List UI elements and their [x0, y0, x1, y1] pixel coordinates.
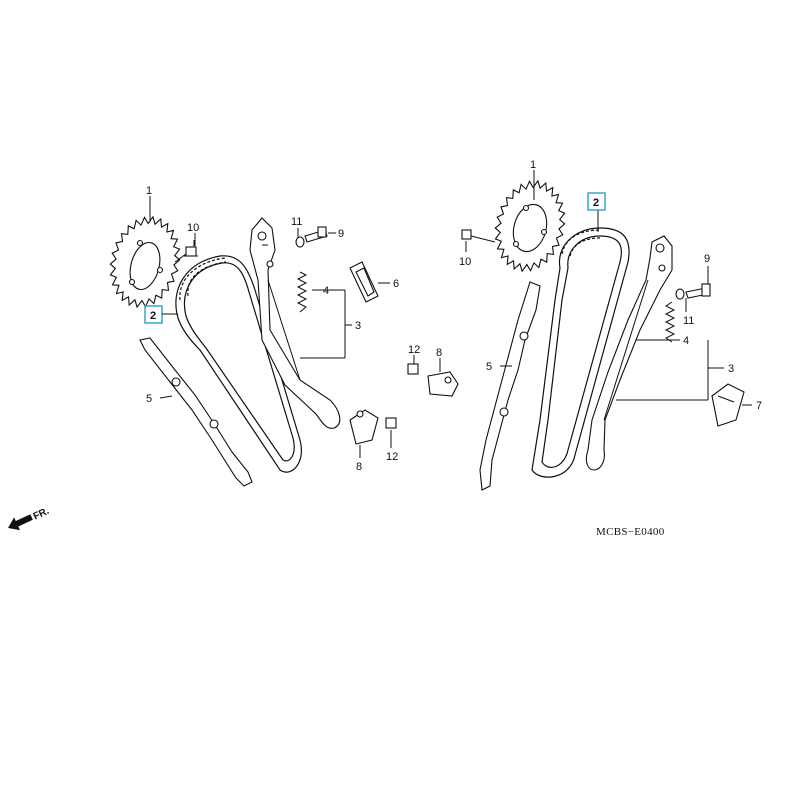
- callout-8-lower: 8: [356, 461, 362, 473]
- left-lower-bracket: [349, 409, 397, 445]
- right-tensioner-arm: [585, 235, 673, 471]
- left-tensioner-arm: [249, 217, 341, 429]
- diagram-code: MCBS−E0400: [596, 526, 665, 538]
- left-sprocket-bolt: [174, 240, 198, 263]
- right-chain-guide: [479, 281, 541, 491]
- right-pivot-bolt: [675, 283, 711, 300]
- callout-5-left: 5: [146, 393, 152, 405]
- callout-3-left: 3: [355, 320, 361, 332]
- right-sprocket-bolt: [461, 229, 496, 243]
- callout-11-left: 11: [291, 216, 302, 228]
- callout-2-right-highlight[interactable]: 2: [587, 192, 606, 211]
- callout-2-right: 2: [593, 197, 599, 209]
- left-tensioner-spring: [296, 271, 308, 313]
- left-cam-sprocket: [109, 215, 181, 309]
- callout-2-left: 2: [150, 310, 156, 322]
- callout-2-left-highlight[interactable]: 2: [144, 305, 178, 324]
- front-arrow-icon: [8, 514, 33, 531]
- callout-6-left: 6: [393, 278, 399, 290]
- callout-8-upper: 8: [436, 347, 442, 359]
- callout-12-lower: 12: [386, 451, 398, 463]
- left-chain-guide: [139, 337, 253, 487]
- callout-12-upper: 12: [408, 344, 420, 356]
- callout-1-left: 1: [146, 185, 152, 197]
- callout-7-right: 7: [756, 400, 762, 412]
- callout-10-right: 10: [459, 256, 471, 268]
- left-leader-lines: [149, 196, 441, 458]
- callout-3-right: 3: [728, 363, 734, 375]
- right-tensioner-spring: [664, 301, 676, 343]
- right-leader-lines: [465, 170, 752, 406]
- callout-5-right: 5: [486, 361, 492, 373]
- callout-1-right: 1: [530, 159, 536, 171]
- callout-9-right: 9: [704, 253, 710, 265]
- right-assembly: 1 10 9 11 4 3 5 7 2: [459, 159, 762, 491]
- right-cam-chain: [531, 227, 630, 478]
- callout-10-left: 10: [187, 222, 199, 234]
- right-guide-block: [711, 383, 745, 427]
- highlight-box-right: [587, 192, 606, 211]
- left-cam-chain: [175, 255, 302, 473]
- front-marker-label: FR.: [32, 506, 51, 523]
- left-assembly: 1 10 11 9 4 6 3 5 12 8 8 12 2: [109, 185, 459, 487]
- callout-4-right: 4: [683, 335, 689, 347]
- front-direction-marker: FR.: [8, 506, 51, 531]
- center-bracket: [407, 363, 459, 397]
- callout-4-left: 4: [323, 285, 329, 297]
- callout-11-right: 11: [683, 315, 694, 327]
- callout-9-left: 9: [338, 228, 344, 240]
- left-guide-plate: [349, 261, 379, 303]
- left-pivot-bolt: [295, 226, 328, 248]
- right-cam-sprocket: [494, 179, 566, 273]
